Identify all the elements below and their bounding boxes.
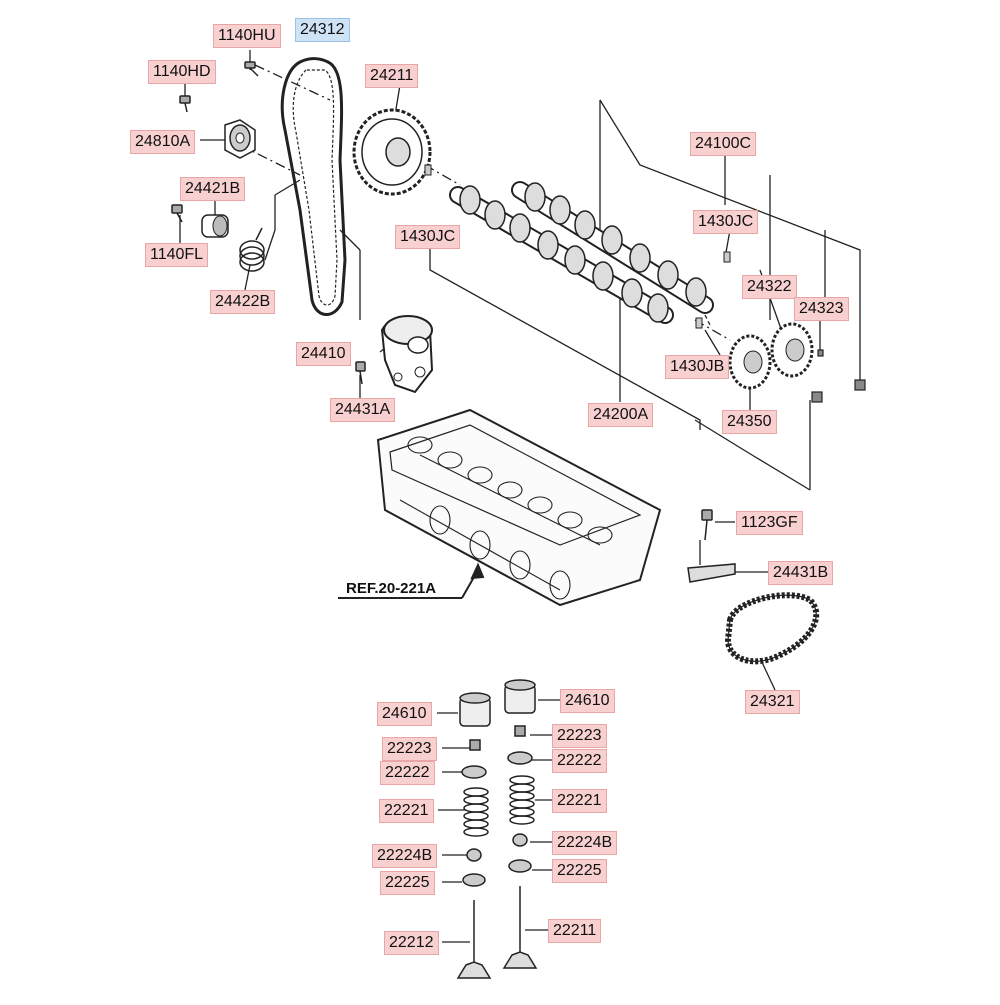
valve-seal-left bbox=[466, 848, 482, 862]
callout-24610-right[interactable]: 24610 bbox=[560, 689, 615, 713]
callout-24810a[interactable]: 24810A bbox=[130, 130, 196, 154]
dowel-pin bbox=[723, 251, 731, 263]
center-line bbox=[254, 64, 331, 101]
tensioner-sleeve bbox=[201, 214, 229, 238]
tensioner-spring bbox=[239, 227, 265, 272]
callout-22225-left[interactable]: 22225 bbox=[380, 871, 435, 895]
callout-24322[interactable]: 24322 bbox=[742, 275, 797, 299]
callout-1430jc-left[interactable]: 1430JC bbox=[395, 225, 461, 249]
callout-24323[interactable]: 24323 bbox=[794, 297, 849, 321]
bolt-1140hu bbox=[244, 61, 259, 77]
callout-22223-left[interactable]: 22223 bbox=[382, 737, 437, 761]
callout-24431a[interactable]: 24431A bbox=[330, 398, 396, 422]
cam-sprocket-24350 bbox=[728, 334, 772, 390]
dowel-pin bbox=[695, 317, 703, 329]
callout-1140hd[interactable]: 1140HD bbox=[148, 60, 216, 84]
bolt-1140hd bbox=[179, 95, 191, 113]
spring-seat-left bbox=[462, 873, 486, 887]
callout-1123gf[interactable]: 1123GF bbox=[736, 511, 803, 535]
exhaust-valve bbox=[502, 886, 538, 969]
chain-bolt-1123gf bbox=[701, 509, 713, 541]
callout-1140hu[interactable]: 1140HU bbox=[213, 24, 281, 48]
callout-22222-left[interactable]: 22222 bbox=[380, 761, 435, 785]
valve-lifter-right bbox=[504, 679, 536, 714]
idler-pulley bbox=[224, 119, 256, 159]
callout-22225-right[interactable]: 22225 bbox=[552, 859, 607, 883]
valve-lifter-left bbox=[459, 692, 491, 727]
callout-22223-right[interactable]: 22223 bbox=[552, 724, 607, 748]
valve-keeper-left bbox=[469, 739, 481, 751]
callout-22221-left[interactable]: 22221 bbox=[379, 799, 434, 823]
dowel-pin bbox=[424, 164, 432, 176]
bolt-1140fl bbox=[171, 204, 183, 223]
callout-24610-left[interactable]: 24610 bbox=[377, 702, 432, 726]
bracket-line bbox=[429, 245, 701, 430]
center-line bbox=[704, 314, 711, 326]
callout-24312[interactable]: 24312 bbox=[295, 18, 350, 42]
callout-24200a[interactable]: 24200A bbox=[588, 403, 654, 427]
bolt-24431a bbox=[355, 361, 366, 385]
bracket-line bbox=[264, 195, 276, 261]
spring-seat-right bbox=[508, 859, 532, 873]
spring-retainer-right bbox=[507, 751, 533, 765]
cylinder-head bbox=[376, 408, 662, 607]
cam-sprocket-24322 bbox=[770, 322, 814, 378]
intake-valve bbox=[456, 900, 492, 979]
callout-24350[interactable]: 24350 bbox=[722, 410, 777, 434]
exhaust-camshaft bbox=[511, 181, 714, 314]
bracket-line bbox=[751, 454, 811, 491]
center-line bbox=[239, 144, 301, 176]
timing-chain bbox=[724, 592, 820, 665]
sprocket-bolt bbox=[811, 391, 823, 403]
spring-retainer-left bbox=[461, 765, 487, 779]
callout-1430jc-right[interactable]: 1430JC bbox=[693, 210, 759, 234]
callout-22211[interactable]: 22211 bbox=[548, 919, 602, 943]
callout-24431b[interactable]: 24431B bbox=[768, 561, 834, 585]
callout-22221-right[interactable]: 22221 bbox=[552, 789, 607, 813]
callout-22224b-right[interactable]: 22224B bbox=[552, 831, 618, 855]
valve-seal-right bbox=[512, 833, 528, 847]
bracket-line bbox=[599, 99, 861, 380]
reference-arrow-head bbox=[470, 562, 485, 580]
valve-spring-right bbox=[509, 775, 535, 825]
bracket-line bbox=[694, 419, 753, 456]
callout-24321[interactable]: 24321 bbox=[745, 690, 800, 714]
chain-guide bbox=[687, 563, 736, 583]
timing-belt-teeth bbox=[292, 69, 338, 306]
leader-line bbox=[244, 264, 251, 291]
callout-24410[interactable]: 24410 bbox=[296, 342, 351, 366]
camshaft-sprocket bbox=[352, 108, 432, 196]
belt-tensioner bbox=[380, 315, 434, 394]
intake-camshaft bbox=[449, 185, 674, 324]
callout-22212[interactable]: 22212 bbox=[384, 931, 439, 955]
callout-1430jb[interactable]: 1430JB bbox=[665, 355, 730, 379]
callout-22222-right[interactable]: 22222 bbox=[552, 749, 607, 773]
timing-belt bbox=[280, 57, 347, 316]
valve-spring-left bbox=[463, 787, 489, 837]
sprocket-pin bbox=[817, 349, 824, 357]
sprocket-bolt bbox=[854, 379, 866, 391]
callout-24421b[interactable]: 24421B bbox=[180, 177, 246, 201]
reference-note: REF.20-221A bbox=[346, 580, 437, 597]
callout-1140fl[interactable]: 1140FL bbox=[145, 243, 209, 267]
callout-24211[interactable]: 24211 bbox=[365, 64, 419, 88]
valve-keeper-right bbox=[514, 725, 526, 737]
callout-24100c[interactable]: 24100C bbox=[690, 132, 757, 156]
callout-24422b[interactable]: 24422B bbox=[210, 290, 276, 314]
callout-22224b-left[interactable]: 22224B bbox=[372, 844, 438, 868]
leader-line bbox=[704, 329, 721, 356]
